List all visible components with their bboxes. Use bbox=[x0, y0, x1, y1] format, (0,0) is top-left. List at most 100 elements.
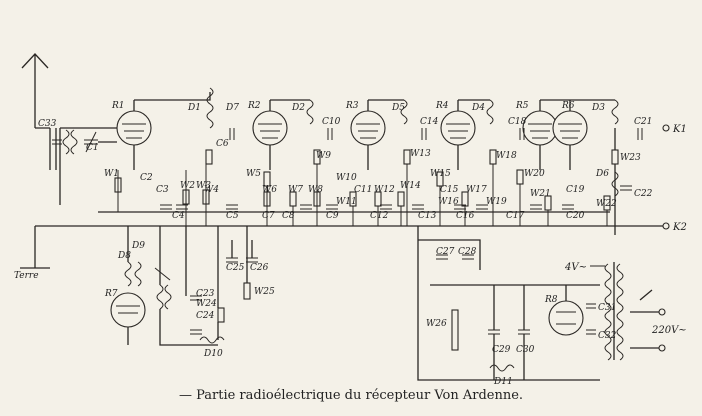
svg-text:C5: C5 bbox=[226, 211, 239, 221]
svg-text:C33: C33 bbox=[38, 119, 57, 129]
svg-text:W13: W13 bbox=[410, 149, 431, 159]
svg-text:W4: W4 bbox=[204, 185, 219, 195]
svg-text:W5: W5 bbox=[246, 169, 261, 179]
svg-text:C17: C17 bbox=[506, 211, 525, 221]
svg-text:D6: D6 bbox=[595, 169, 609, 179]
svg-text:W3: W3 bbox=[196, 181, 211, 191]
label-r5: R5 bbox=[515, 101, 529, 111]
mains-high-label: 220V~ bbox=[651, 325, 687, 336]
svg-text:W18: W18 bbox=[496, 151, 517, 161]
svg-text:W24: W24 bbox=[196, 299, 217, 309]
svg-text:D4: D4 bbox=[471, 103, 485, 113]
svg-text:W12: W12 bbox=[374, 185, 395, 195]
svg-text:C32: C32 bbox=[598, 331, 617, 341]
svg-text:C3: C3 bbox=[156, 185, 169, 195]
svg-text:C26: C26 bbox=[250, 263, 269, 273]
label-r7: R7 bbox=[104, 289, 118, 299]
label-r3: R3 bbox=[345, 101, 359, 111]
svg-text:W8: W8 bbox=[308, 185, 323, 195]
svg-text:C11: C11 bbox=[354, 185, 372, 195]
svg-text:W2: W2 bbox=[180, 181, 195, 191]
svg-text:W14: W14 bbox=[400, 181, 421, 191]
svg-text:W10: W10 bbox=[336, 173, 357, 183]
label-r8: R8 bbox=[544, 295, 558, 305]
svg-text:W21: W21 bbox=[530, 189, 551, 199]
svg-text:C24: C24 bbox=[196, 311, 215, 321]
svg-text:C20: C20 bbox=[566, 211, 585, 221]
svg-text:C29: C29 bbox=[492, 345, 511, 355]
svg-text:C1: C1 bbox=[86, 143, 99, 153]
coils-lower bbox=[124, 261, 515, 372]
svg-text:W25: W25 bbox=[254, 287, 275, 297]
svg-text:W7: W7 bbox=[288, 185, 303, 195]
svg-text:D2: D2 bbox=[291, 103, 305, 113]
svg-text:C30: C30 bbox=[516, 345, 535, 355]
audio-wiring bbox=[127, 226, 253, 346]
svg-text:C6: C6 bbox=[216, 139, 229, 149]
svg-text:W16: W16 bbox=[438, 197, 459, 207]
tube-r3 bbox=[350, 100, 386, 170]
svg-text:C19: C19 bbox=[566, 185, 585, 195]
resistors bbox=[114, 149, 619, 351]
svg-text:C25: C25 bbox=[226, 263, 245, 273]
svg-text:D11: D11 bbox=[493, 377, 513, 387]
svg-text:D8: D8 bbox=[117, 251, 131, 261]
svg-text:W11: W11 bbox=[336, 197, 357, 207]
terminal-k2: K2 bbox=[662, 222, 687, 233]
variable-arrow bbox=[154, 267, 171, 281]
svg-text:D5: D5 bbox=[391, 103, 405, 113]
drops bbox=[117, 164, 608, 226]
svg-text:C12: C12 bbox=[370, 211, 389, 221]
svg-text:C16: C16 bbox=[456, 211, 475, 221]
svg-text:C22: C22 bbox=[634, 189, 653, 199]
svg-text:C2: C2 bbox=[140, 173, 153, 183]
svg-text:W22: W22 bbox=[596, 199, 617, 209]
terminal-k2-label: K2 bbox=[672, 222, 687, 233]
tube-r1 bbox=[116, 100, 152, 170]
ground-label: Terre bbox=[14, 271, 39, 281]
svg-text:W20: W20 bbox=[524, 169, 545, 179]
mains-low-label: 4V~ bbox=[564, 262, 587, 273]
svg-text:C14: C14 bbox=[420, 117, 439, 127]
svg-text:W19: W19 bbox=[486, 197, 507, 207]
coils-top bbox=[206, 87, 619, 197]
svg-text:D9: D9 bbox=[131, 241, 145, 251]
svg-text:C8: C8 bbox=[282, 211, 295, 221]
svg-text:D1: D1 bbox=[187, 103, 201, 113]
svg-text:D10: D10 bbox=[203, 349, 223, 359]
svg-text:W6: W6 bbox=[262, 185, 277, 195]
svg-text:W1: W1 bbox=[104, 169, 119, 179]
svg-text:W26: W26 bbox=[426, 319, 447, 329]
svg-text:C10: C10 bbox=[322, 117, 341, 127]
svg-text:W23: W23 bbox=[620, 153, 641, 163]
svg-text:C15: C15 bbox=[440, 185, 459, 195]
component-labels: R1 R2 R3 R4 R5 R6 R7 R8 D1 D2 D3 D4 D5 D… bbox=[14, 101, 653, 387]
tube-r6 bbox=[552, 100, 588, 170]
tube-r2 bbox=[252, 100, 288, 170]
mains-terminals: 4V~ 220V~ bbox=[564, 262, 687, 352]
svg-text:D3: D3 bbox=[591, 103, 605, 113]
tube-r4 bbox=[440, 100, 476, 170]
svg-text:C7: C7 bbox=[262, 211, 275, 221]
svg-text:C18: C18 bbox=[508, 117, 527, 127]
svg-text:C21: C21 bbox=[634, 117, 652, 127]
terminal-k1: K1 bbox=[662, 124, 687, 135]
svg-text:D7: D7 bbox=[225, 103, 239, 113]
label-r4: R4 bbox=[435, 101, 449, 111]
svg-text:C4: C4 bbox=[172, 211, 185, 221]
svg-text:C27: C27 bbox=[436, 247, 455, 257]
figure-caption: — Partie radioélectrique du récepteur Vo… bbox=[178, 388, 524, 403]
plate-rail bbox=[134, 92, 615, 101]
terminal-k1-label: K1 bbox=[672, 124, 687, 135]
antenna-coupling bbox=[35, 127, 117, 170]
svg-text:W17: W17 bbox=[466, 185, 487, 195]
svg-text:C23: C23 bbox=[196, 289, 215, 299]
svg-text:W15: W15 bbox=[430, 169, 451, 179]
power-supply bbox=[417, 226, 660, 381]
svg-text:C31: C31 bbox=[598, 303, 616, 313]
bus-lines bbox=[20, 127, 665, 269]
svg-text:C13: C13 bbox=[418, 211, 437, 221]
label-r1: R1 bbox=[111, 101, 125, 111]
